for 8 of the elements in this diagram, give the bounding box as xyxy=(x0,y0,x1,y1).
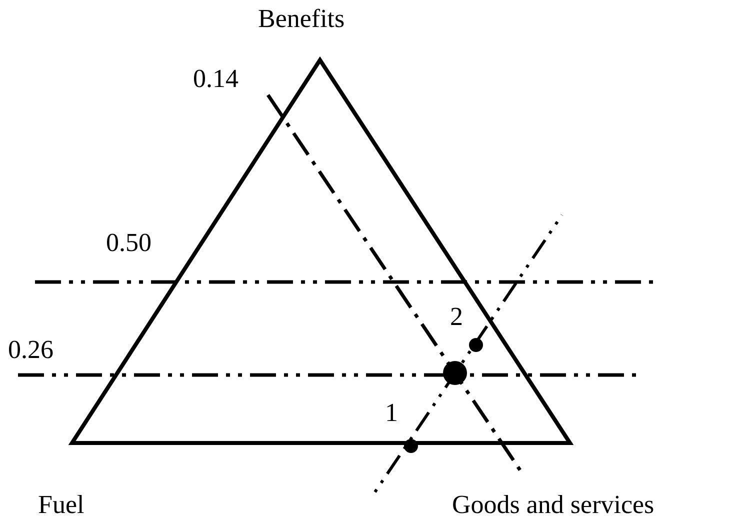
value-label: 0.50 xyxy=(106,228,152,258)
point-number: 2 xyxy=(450,302,463,332)
axis-label: Goods and services xyxy=(452,490,654,520)
axis-label: Benefits xyxy=(258,4,345,34)
value-label: 0.14 xyxy=(193,64,238,94)
value-label: 0.26 xyxy=(8,335,54,365)
point-number: 1 xyxy=(385,398,398,428)
axis-label: Fuel xyxy=(38,490,84,520)
